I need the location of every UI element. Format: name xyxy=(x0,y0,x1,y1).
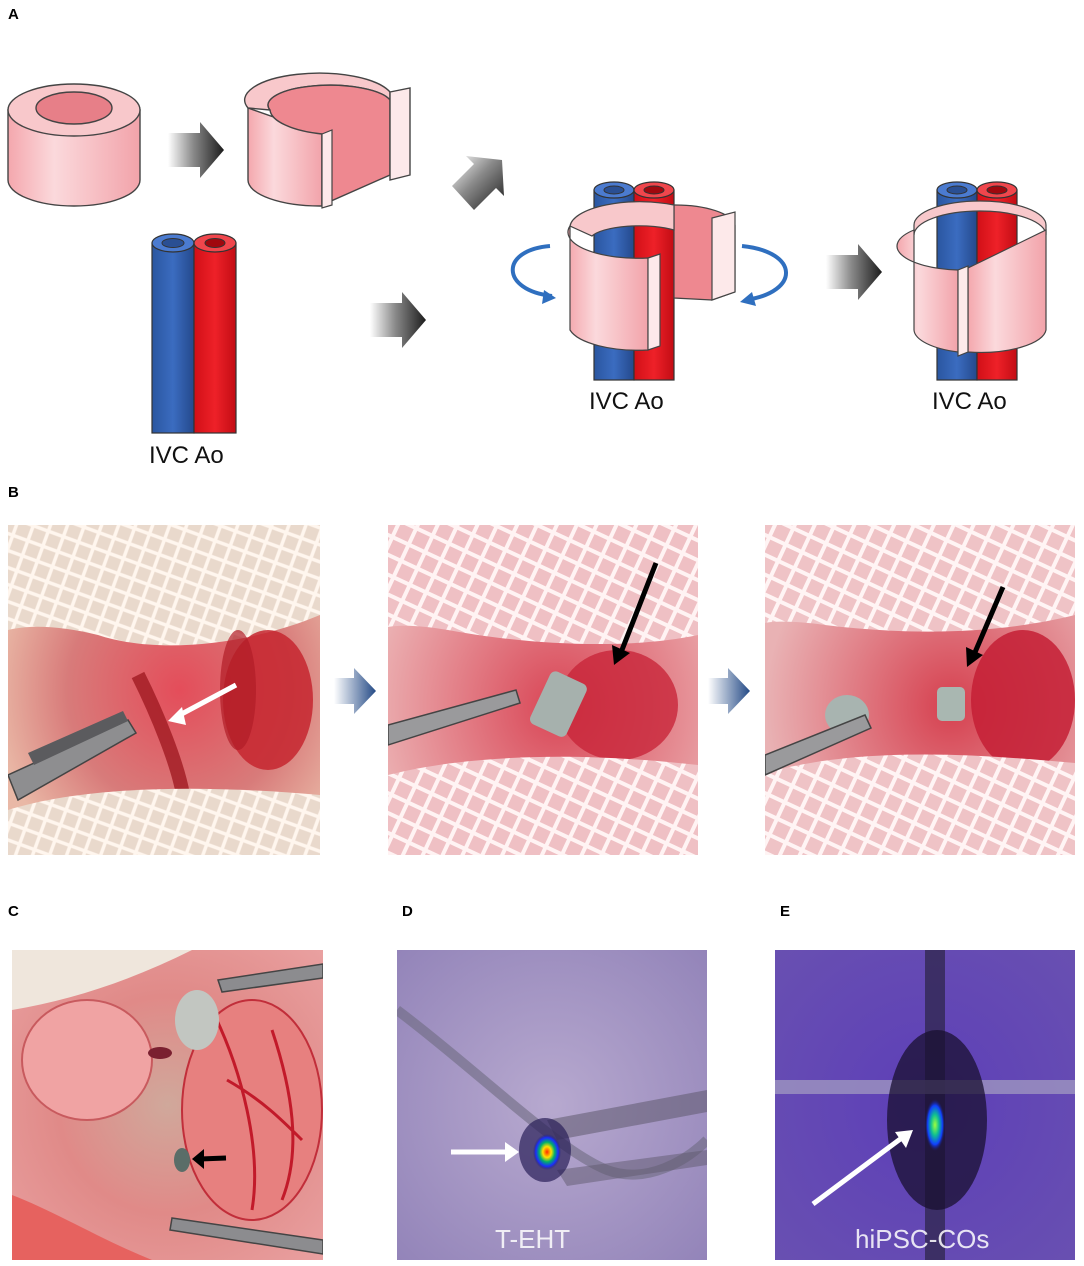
surgery-photo-3 xyxy=(765,525,1075,855)
imaging-label: T-EHT xyxy=(495,1224,571,1254)
panel-label-a: A xyxy=(8,6,19,23)
arrow-white-icon xyxy=(811,1134,905,1207)
process-arrow-icon xyxy=(168,122,224,178)
wrapping-assembly-illustration xyxy=(567,181,736,381)
rotation-arrow-left-icon xyxy=(510,244,553,298)
opened-ring-illustration xyxy=(243,72,411,209)
arrow-black-icon xyxy=(617,562,659,656)
vessel-caption: IVC Ao xyxy=(589,388,664,415)
arrow-white-icon xyxy=(174,682,238,720)
vessel-caption: IVC Ao xyxy=(932,388,1007,415)
surgery-photo-2 xyxy=(388,525,698,855)
vessel-caption: IVC Ao xyxy=(149,442,224,469)
panel-a-schematic xyxy=(7,72,1047,434)
process-arrow-diagonal-icon xyxy=(452,156,504,210)
imaging-panel-t-eht: T-EHT xyxy=(397,950,707,1260)
wrapped-vessels-illustration xyxy=(896,181,1047,381)
arrow-black-icon xyxy=(970,586,1006,658)
ivc-aorta-vessels xyxy=(151,233,237,434)
process-arrow-icon xyxy=(826,244,882,300)
surgery-photo-1 xyxy=(8,525,320,855)
panel-label-e: E xyxy=(780,903,791,920)
arrow-black-icon xyxy=(199,1155,227,1162)
process-arrow-icon xyxy=(370,292,426,348)
step-arrow-blue-icon xyxy=(708,668,750,714)
panel-label-d: D xyxy=(402,903,413,920)
imaging-label: hiPSC-COs xyxy=(855,1224,990,1254)
panel-label-c: C xyxy=(8,903,19,920)
panel-label-b: B xyxy=(8,484,19,501)
imaging-panel-hipsc-cos: hiPSC-COs xyxy=(775,950,1075,1260)
step-arrow-blue-icon xyxy=(334,668,376,714)
rotation-arrow-right-icon xyxy=(741,244,788,302)
surgery-photo-closeup xyxy=(12,950,323,1260)
closed-ring-illustration xyxy=(7,83,141,207)
